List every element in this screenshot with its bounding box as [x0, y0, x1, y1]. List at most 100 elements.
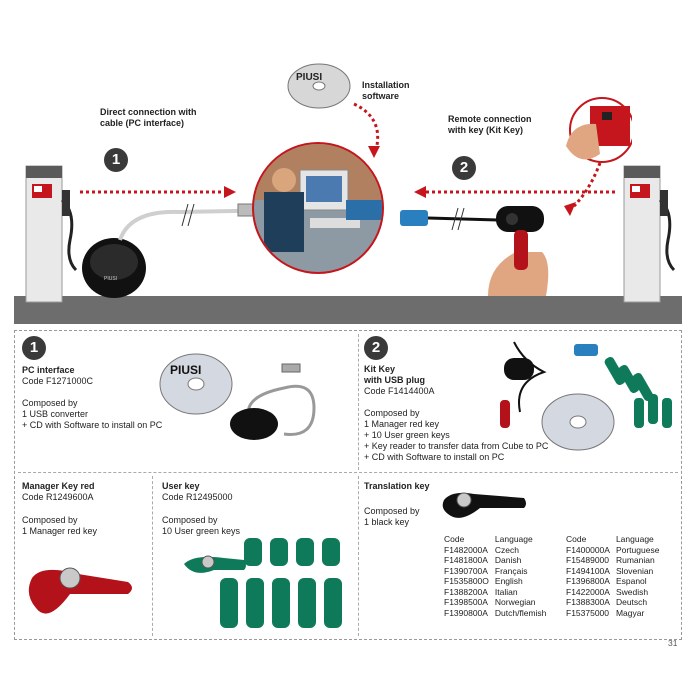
arrow-key-transfer: [564, 133, 610, 216]
pc-interface-composed: Composed by: [22, 398, 78, 408]
kit-key-code: Code F1414400A: [364, 386, 435, 396]
step1-label: Direct connection with cable (PC interfa…: [100, 107, 197, 128]
floor-band: [14, 296, 682, 324]
translation-key-image: [442, 492, 526, 518]
user-key-code: Code R12495000: [162, 492, 233, 502]
hand-keypad-image: [566, 97, 632, 163]
language-cell: Italian: [494, 586, 518, 597]
step2-number-badge: 2: [452, 156, 476, 180]
fuel-dispenser-left: [25, 165, 78, 303]
translation-table-right: Code Language F1400000A Portuguese F15489…: [566, 534, 665, 618]
language-cell: Dutch/flemish: [494, 607, 547, 618]
table-row: F1482000A Czech: [444, 545, 552, 556]
table-row: F1388200A Italian: [444, 587, 552, 598]
manager-key-title: Manager Key red: [22, 481, 95, 491]
language-cell: Norwegian: [494, 597, 536, 607]
code-cell: F1482000A: [444, 544, 488, 555]
table-row: F15489000 Rumanian: [566, 555, 665, 566]
table-row: F1535800O English: [444, 576, 552, 587]
products-panel: [14, 330, 682, 640]
table-row: F1400000A Portuguese: [566, 545, 665, 556]
column-header-code: Code: [444, 534, 465, 544]
kit-key-image: [500, 341, 672, 451]
language-cell: Swedish: [615, 586, 649, 597]
user-keys-image: [184, 538, 342, 628]
step1-number-badge: 1: [104, 148, 128, 172]
kit-key-subtitle: with USB plug: [364, 375, 425, 385]
language-cell: Espanol: [615, 576, 647, 586]
pc-interface-item: 1 USB converter: [22, 409, 89, 419]
kit-key-item: + CD with Software to install on PC: [364, 452, 505, 462]
code-cell: F1535800O: [444, 576, 489, 586]
table-row: F1390700A Français: [444, 566, 552, 577]
language-cell: Czech: [494, 544, 519, 555]
code-cell: F1396800A: [566, 576, 610, 586]
user-key-item: 10 User green keys: [162, 526, 241, 536]
code-cell: F1388300A: [566, 597, 610, 607]
pc-interface-title: PC interface: [22, 365, 75, 375]
table-row: F15375000 Magyar: [566, 608, 665, 619]
table-row: F1388300A Deutsch: [566, 597, 665, 608]
translation-key-title: Translation key: [364, 481, 430, 491]
translation-key-item: 1 black key: [364, 517, 410, 527]
column-header-language: Language: [494, 534, 533, 544]
user-key-composed: Composed by: [162, 515, 218, 525]
user-key-title: User key: [162, 481, 200, 491]
language-cell: Deutsch: [615, 597, 648, 607]
kit-key-item: + 10 User green keys: [364, 430, 450, 440]
usb-converter-image: PIUSI: [82, 238, 146, 298]
code-cell: F1388200A: [444, 586, 488, 597]
translation-key-composed: Composed by: [364, 506, 420, 516]
code-cell: F1390800A: [444, 607, 488, 618]
kit-key-item: 1 Manager red key: [364, 419, 440, 429]
column-header-language: Language: [615, 534, 654, 544]
kit-key-title: Kit Key: [364, 364, 396, 374]
fuel-dispenser-right: [623, 165, 676, 303]
code-cell: F1400000A: [566, 544, 610, 555]
language-cell: Magyar: [615, 607, 645, 618]
kit-key-item: + Key reader to transfer data from Cube …: [364, 441, 549, 451]
kit-key-number-badge: 2: [364, 336, 388, 360]
table-row: F1422000A Swedish: [566, 587, 665, 598]
table-row: F1396800A Espanol: [566, 576, 665, 587]
code-cell: F1398500A: [444, 597, 488, 607]
pc-interface-item: + CD with Software to install on PC: [22, 420, 163, 430]
manager-key-image: [28, 567, 132, 614]
language-cell: Français: [494, 565, 528, 576]
code-cell: F1481800A: [444, 555, 488, 565]
manager-key-item: 1 Manager red key: [22, 526, 98, 536]
installation-cd-image: PIUSI: [287, 63, 351, 109]
code-cell: F15489000: [566, 555, 610, 565]
language-cell: Portuguese: [615, 544, 660, 555]
arrow-direct-connection: [80, 186, 236, 198]
code-cell: F1422000A: [566, 586, 610, 597]
code-cell: F1494100A: [566, 565, 610, 576]
language-cell: Danish: [494, 555, 522, 565]
panel-divider-horizontal: [18, 472, 678, 473]
kit-key-composed: Composed by: [364, 408, 420, 418]
pc-interface-number-badge: 1: [22, 336, 46, 360]
table-row: F1494100A Slovenian: [566, 566, 665, 577]
code-cell: F15375000: [566, 607, 610, 618]
svg-text:PIUSI: PIUSI: [104, 276, 117, 282]
step2-label: Remote connection with key (Kit Key): [448, 114, 532, 135]
table-row: F1398500A Norwegian: [444, 597, 552, 608]
language-cell: English: [494, 576, 523, 586]
panel-divider-vertical-top: [358, 334, 359, 470]
arrow-install: [353, 102, 380, 158]
panel-divider-vertical-2: [358, 476, 359, 636]
column-header-code: Code: [566, 534, 587, 544]
code-cell: F1390700A: [444, 565, 488, 576]
language-cell: Rumanian: [615, 555, 655, 565]
panel-divider-vertical-1: [152, 476, 153, 636]
cd-label-text: PIUSI: [296, 72, 322, 83]
key-reader-image: [400, 206, 544, 232]
manager-key-code: Code R1249600A: [22, 492, 94, 502]
translation-table-left: Code Language F1482000A Czech F1481800A Da…: [444, 534, 552, 618]
pc-operator-image: [252, 142, 384, 274]
manager-key-composed: Composed by: [22, 515, 78, 525]
table-row: F1390800A Dutch/flemish: [444, 608, 552, 619]
installation-software-label: Installation software: [362, 80, 410, 101]
language-cell: Slovenian: [615, 565, 654, 576]
pc-interface-code: Code F1271000C: [22, 376, 94, 386]
